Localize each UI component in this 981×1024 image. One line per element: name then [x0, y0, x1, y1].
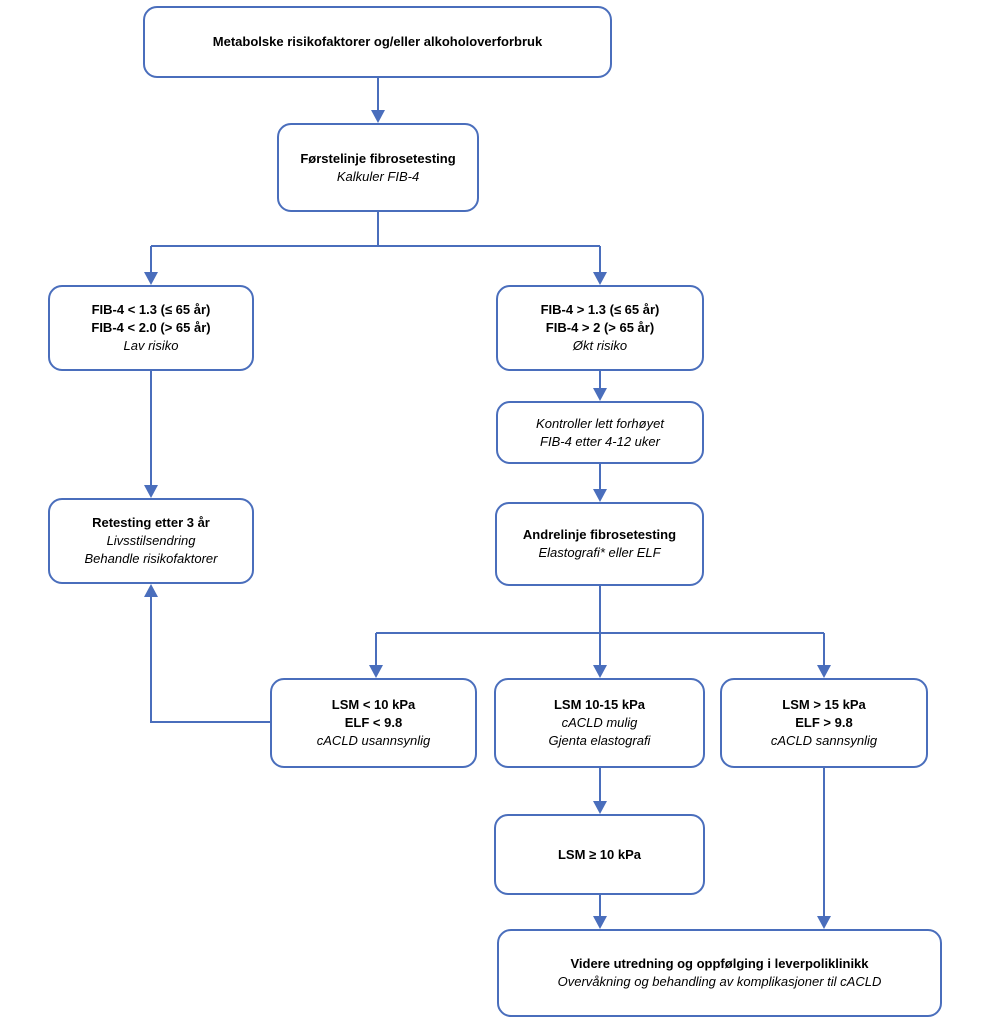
arrowhead [593, 801, 607, 814]
arrow-lsmlow-to-retest [150, 595, 270, 723]
node-lsm-mid-line2: cACLD mulig [561, 715, 638, 730]
arrowhead [371, 110, 385, 123]
node-low-risk-line1: FIB-4 < 1.3 (≤ 65 år) [91, 302, 211, 317]
node-start-title: Metabolske risikofaktorer og/eller alkoh… [212, 34, 543, 49]
arrowhead [593, 489, 607, 502]
node-lsm-high-line1: LSM > 15 kPa [782, 697, 866, 712]
node-lsm-mid-line3: Gjenta elastografi [548, 733, 651, 748]
node-high-risk: FIB-4 > 1.3 (≤ 65 år) FIB-4 > 2 (> 65 år… [496, 285, 704, 371]
node-retest: Retesting etter 3 år Livsstilsendring Be… [48, 498, 254, 584]
arrowhead [593, 272, 607, 285]
node-first-line-subtitle: Kalkuler FIB-4 [336, 168, 420, 184]
node-high-risk-label: Økt risiko [572, 338, 628, 353]
node-second-line-title: Andrelinje fibrosetesting [522, 527, 677, 542]
arrowhead [817, 665, 831, 678]
node-final-title: Videre utredning og oppfølging i leverpo… [570, 956, 869, 971]
node-retest-line3: Behandle risikofaktorer [84, 551, 218, 566]
arrowhead [593, 916, 607, 929]
node-lsm-low-line1: LSM < 10 kPa [331, 697, 416, 712]
node-low-risk-label: Lav risiko [123, 338, 179, 353]
node-retest-line2: Livsstilsendring [106, 533, 196, 548]
node-control-line2: FIB-4 etter 4-12 uker [540, 433, 660, 449]
node-lsm-high-label: cACLD sannsynlig [770, 733, 878, 748]
node-low-risk-line2: FIB-4 < 2.0 (> 65 år) [91, 320, 211, 335]
arrowhead [593, 388, 607, 401]
arrowhead [144, 272, 158, 285]
node-low-risk: FIB-4 < 1.3 (≤ 65 år) FIB-4 < 2.0 (> 65 … [48, 285, 254, 371]
arrowhead [144, 584, 158, 597]
node-lsm-low: LSM < 10 kPa ELF < 9.8 cACLD usannsynlig [270, 678, 477, 768]
node-start: Metabolske risikofaktorer og/eller alkoh… [143, 6, 612, 78]
arrowhead [593, 665, 607, 678]
node-lsm-ge10-title: LSM ≥ 10 kPa [557, 846, 641, 862]
node-high-risk-line1: FIB-4 > 1.3 (≤ 65 år) [540, 302, 660, 317]
arrowhead [369, 665, 383, 678]
node-lsm-mid-line1: LSM 10-15 kPa [553, 697, 646, 712]
node-second-line-subtitle: Elastografi* eller ELF [538, 545, 661, 560]
node-first-line-testing: Førstelinje fibrosetesting Kalkuler FIB-… [277, 123, 479, 212]
node-lsm-low-line2: ELF < 9.8 [344, 715, 403, 730]
arrowhead [817, 916, 831, 929]
node-lsm-high: LSM > 15 kPa ELF > 9.8 cACLD sannsynlig [720, 678, 928, 768]
node-lsm-mid: LSM 10-15 kPa cACLD mulig Gjenta elastog… [494, 678, 705, 768]
node-retest-title: Retesting etter 3 år [92, 515, 210, 530]
node-lsm-low-label: cACLD usannsynlig [316, 733, 431, 748]
arrowhead [144, 485, 158, 498]
node-final-subtitle: Overvåkning og behandling av komplikasjo… [557, 974, 882, 989]
node-second-line-testing: Andrelinje fibrosetesting Elastografi* e… [495, 502, 704, 586]
node-final: Videre utredning og oppfølging i leverpo… [497, 929, 942, 1017]
node-control-line1: Kontroller lett forhøyet [536, 415, 664, 431]
node-control: Kontroller lett forhøyet FIB-4 etter 4-1… [496, 401, 704, 464]
node-high-risk-line2: FIB-4 > 2 (> 65 år) [545, 320, 655, 335]
node-lsm-high-line2: ELF > 9.8 [795, 715, 853, 730]
node-first-line-title: Førstelinje fibrosetesting [300, 150, 456, 166]
node-lsm-ge10: LSM ≥ 10 kPa [494, 814, 705, 895]
